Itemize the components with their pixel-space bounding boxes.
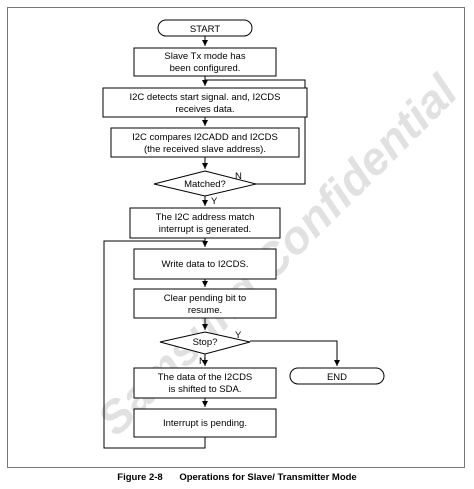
figure-number: Figure 2-8 — [117, 472, 163, 483]
decision-stop: Stop? — [159, 331, 251, 355]
svg-text:resume.: resume. — [188, 305, 222, 316]
svg-text:END: END — [327, 372, 347, 383]
edge-label-yes: Y — [235, 330, 242, 341]
svg-text:receives data.: receives data. — [175, 104, 234, 115]
svg-text:Slave Tx mode has: Slave Tx mode has — [164, 51, 245, 62]
edge-label-no: N — [199, 356, 206, 367]
svg-text:interrupt is generated.: interrupt is generated. — [159, 224, 251, 235]
page-frame — [7, 7, 465, 468]
node-end: END — [289, 367, 385, 385]
svg-text:(the received slave address).: (the received slave address). — [144, 144, 266, 155]
svg-text:Matched?: Matched? — [184, 179, 226, 190]
node-match-interrupt: The I2C address match interrupt is gener… — [129, 207, 281, 239]
svg-text:I2C detects start signal. and,: I2C detects start signal. and, I2CDS — [129, 92, 280, 103]
decision-matched: Matched? — [153, 170, 257, 197]
svg-text:I2C compares I2CADD and I2CDS: I2C compares I2CADD and I2CDS — [132, 132, 278, 143]
figure-caption: Figure 2-8 Operations for Slave/ Transmi… — [0, 472, 474, 483]
node-interrupt-pending: Interrupt is pending. — [133, 408, 277, 438]
node-compare-address: I2C compares I2CADD and I2CDS (the recei… — [110, 127, 300, 158]
node-shift-sda: The data of the I2CDS is shifted to SDA. — [133, 367, 277, 399]
svg-text:been configured.: been configured. — [170, 63, 241, 74]
svg-text:Clear pending bit to: Clear pending bit to — [164, 293, 246, 304]
svg-text:Write data to I2CDS.: Write data to I2CDS. — [162, 259, 249, 270]
svg-text:START: START — [190, 24, 220, 35]
svg-text:Stop?: Stop? — [193, 337, 218, 348]
node-slave-tx-configured: Slave Tx mode has been configured. — [133, 47, 277, 77]
svg-text:The I2C address match: The I2C address match — [156, 212, 255, 223]
svg-text:The data of the I2CDS: The data of the I2CDS — [158, 372, 253, 383]
node-start: START — [157, 19, 253, 37]
svg-text:Interrupt is pending.: Interrupt is pending. — [163, 418, 247, 429]
edge-label-no: N — [235, 171, 242, 182]
svg-text:is shifted to SDA.: is shifted to SDA. — [169, 384, 242, 395]
node-clear-pending: Clear pending bit to resume. — [133, 288, 277, 319]
node-write-data: Write data to I2CDS. — [133, 248, 277, 280]
edge-label-yes: Y — [211, 196, 218, 207]
figure-title: Operations for Slave/ Transmitter Mode — [179, 472, 357, 483]
node-detect-start: I2C detects start signal. and, I2CDS rec… — [102, 87, 308, 118]
flow-edges — [103, 36, 340, 449]
